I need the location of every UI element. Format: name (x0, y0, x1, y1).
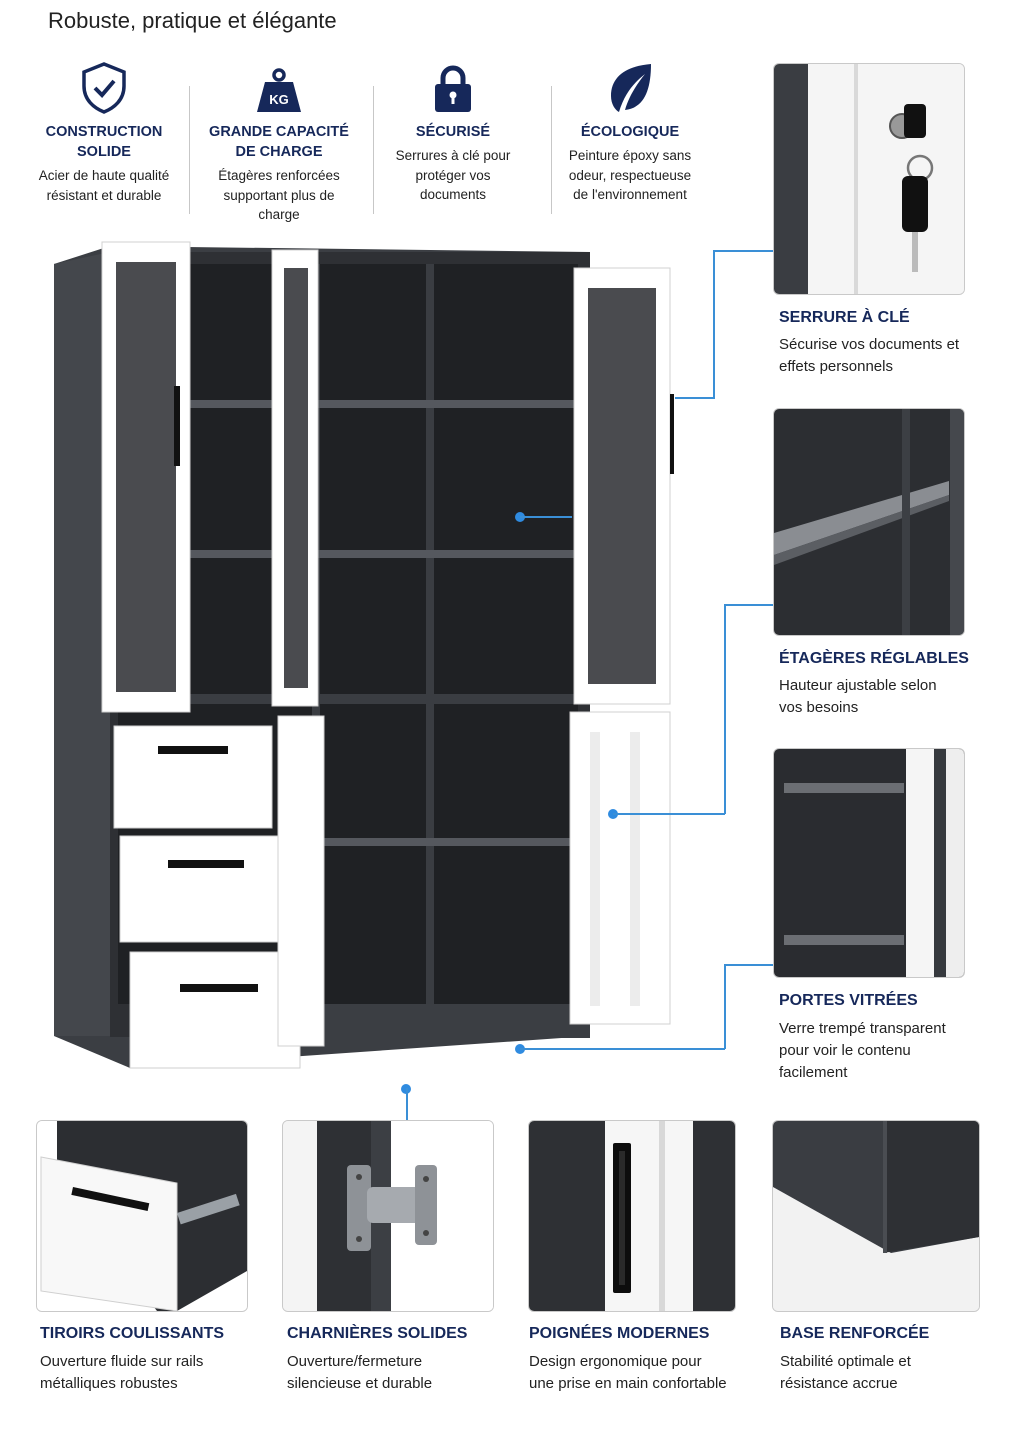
padlock-icon (386, 56, 520, 114)
feature-title: GRANDE CAPACITÉ DE CHARGE (209, 124, 349, 160)
detail-title: POIGNÉES MODERNES (529, 1325, 710, 1342)
detail-desc: Design ergonomique pour une prise en mai… (529, 1353, 727, 1392)
detail-desc: Ouverture fluide sur rails métalliques r… (40, 1353, 204, 1392)
detail-desc: Hauteur ajustable selon vos besoins (779, 677, 937, 716)
feature-desc: Acier de haute qualité résistant et dura… (38, 168, 170, 203)
cabinet-illustration (54, 241, 674, 1069)
thumb-drawer (36, 1120, 248, 1312)
feature-ecologique: ÉCOLOGIQUE Peinture époxy sans odeur, re… (560, 56, 700, 205)
feature-construction: CONSTRUCTION SOLIDE Acier de haute quali… (28, 56, 180, 205)
thumb-shelf (773, 408, 965, 636)
divider (551, 86, 552, 214)
page-title: Robuste, pratique et élégante (48, 8, 337, 33)
weight-kg-icon: KG (205, 56, 353, 114)
detail-title: SERRURE À CLÉ (779, 309, 910, 326)
detail-desc: Stabilité optimale et résistance accrue (780, 1353, 911, 1392)
thumb-handle (528, 1120, 736, 1312)
divider (189, 86, 190, 214)
thumb-key-lock (773, 63, 965, 295)
thumb-hinge (282, 1120, 494, 1312)
detail-title: TIROIRS COULISSANTS (40, 1325, 225, 1342)
feature-title: ÉCOLOGIQUE (580, 124, 680, 140)
detail-title: PORTES VITRÉES (779, 992, 918, 1009)
divider (373, 86, 374, 214)
detail-desc: Verre trempé transparent pour voir le co… (779, 1020, 946, 1081)
shield-check-icon (28, 56, 180, 114)
feature-desc: Serrures à clé pour protéger vos documen… (395, 148, 511, 202)
detail-desc: Sécurise vos documents et effets personn… (779, 336, 960, 375)
feature-desc: Peinture époxy sans odeur, respectueuse … (568, 148, 692, 202)
leaf-icon (560, 56, 700, 114)
thumb-glass-door (773, 748, 965, 978)
svg-text:KG: KG (269, 92, 289, 107)
thumb-base (772, 1120, 980, 1312)
detail-title: CHARNIÈRES SOLIDES (287, 1325, 468, 1342)
feature-title: SÉCURISÉ (415, 124, 491, 140)
detail-desc: Ouverture/fermeture silencieuse et durab… (287, 1353, 433, 1392)
feature-charge: KG GRANDE CAPACITÉ DE CHARGE Étagères re… (205, 56, 353, 225)
feature-desc: Étagères renforcées supportant plus de c… (218, 168, 340, 222)
feature-securise: SÉCURISÉ Serrures à clé pour protéger vo… (386, 56, 520, 205)
detail-title: ÉTAGÈRES RÉGLABLES (779, 650, 969, 667)
feature-title: CONSTRUCTION SOLIDE (45, 124, 163, 160)
detail-title: BASE RENFORCÉE (780, 1325, 930, 1342)
